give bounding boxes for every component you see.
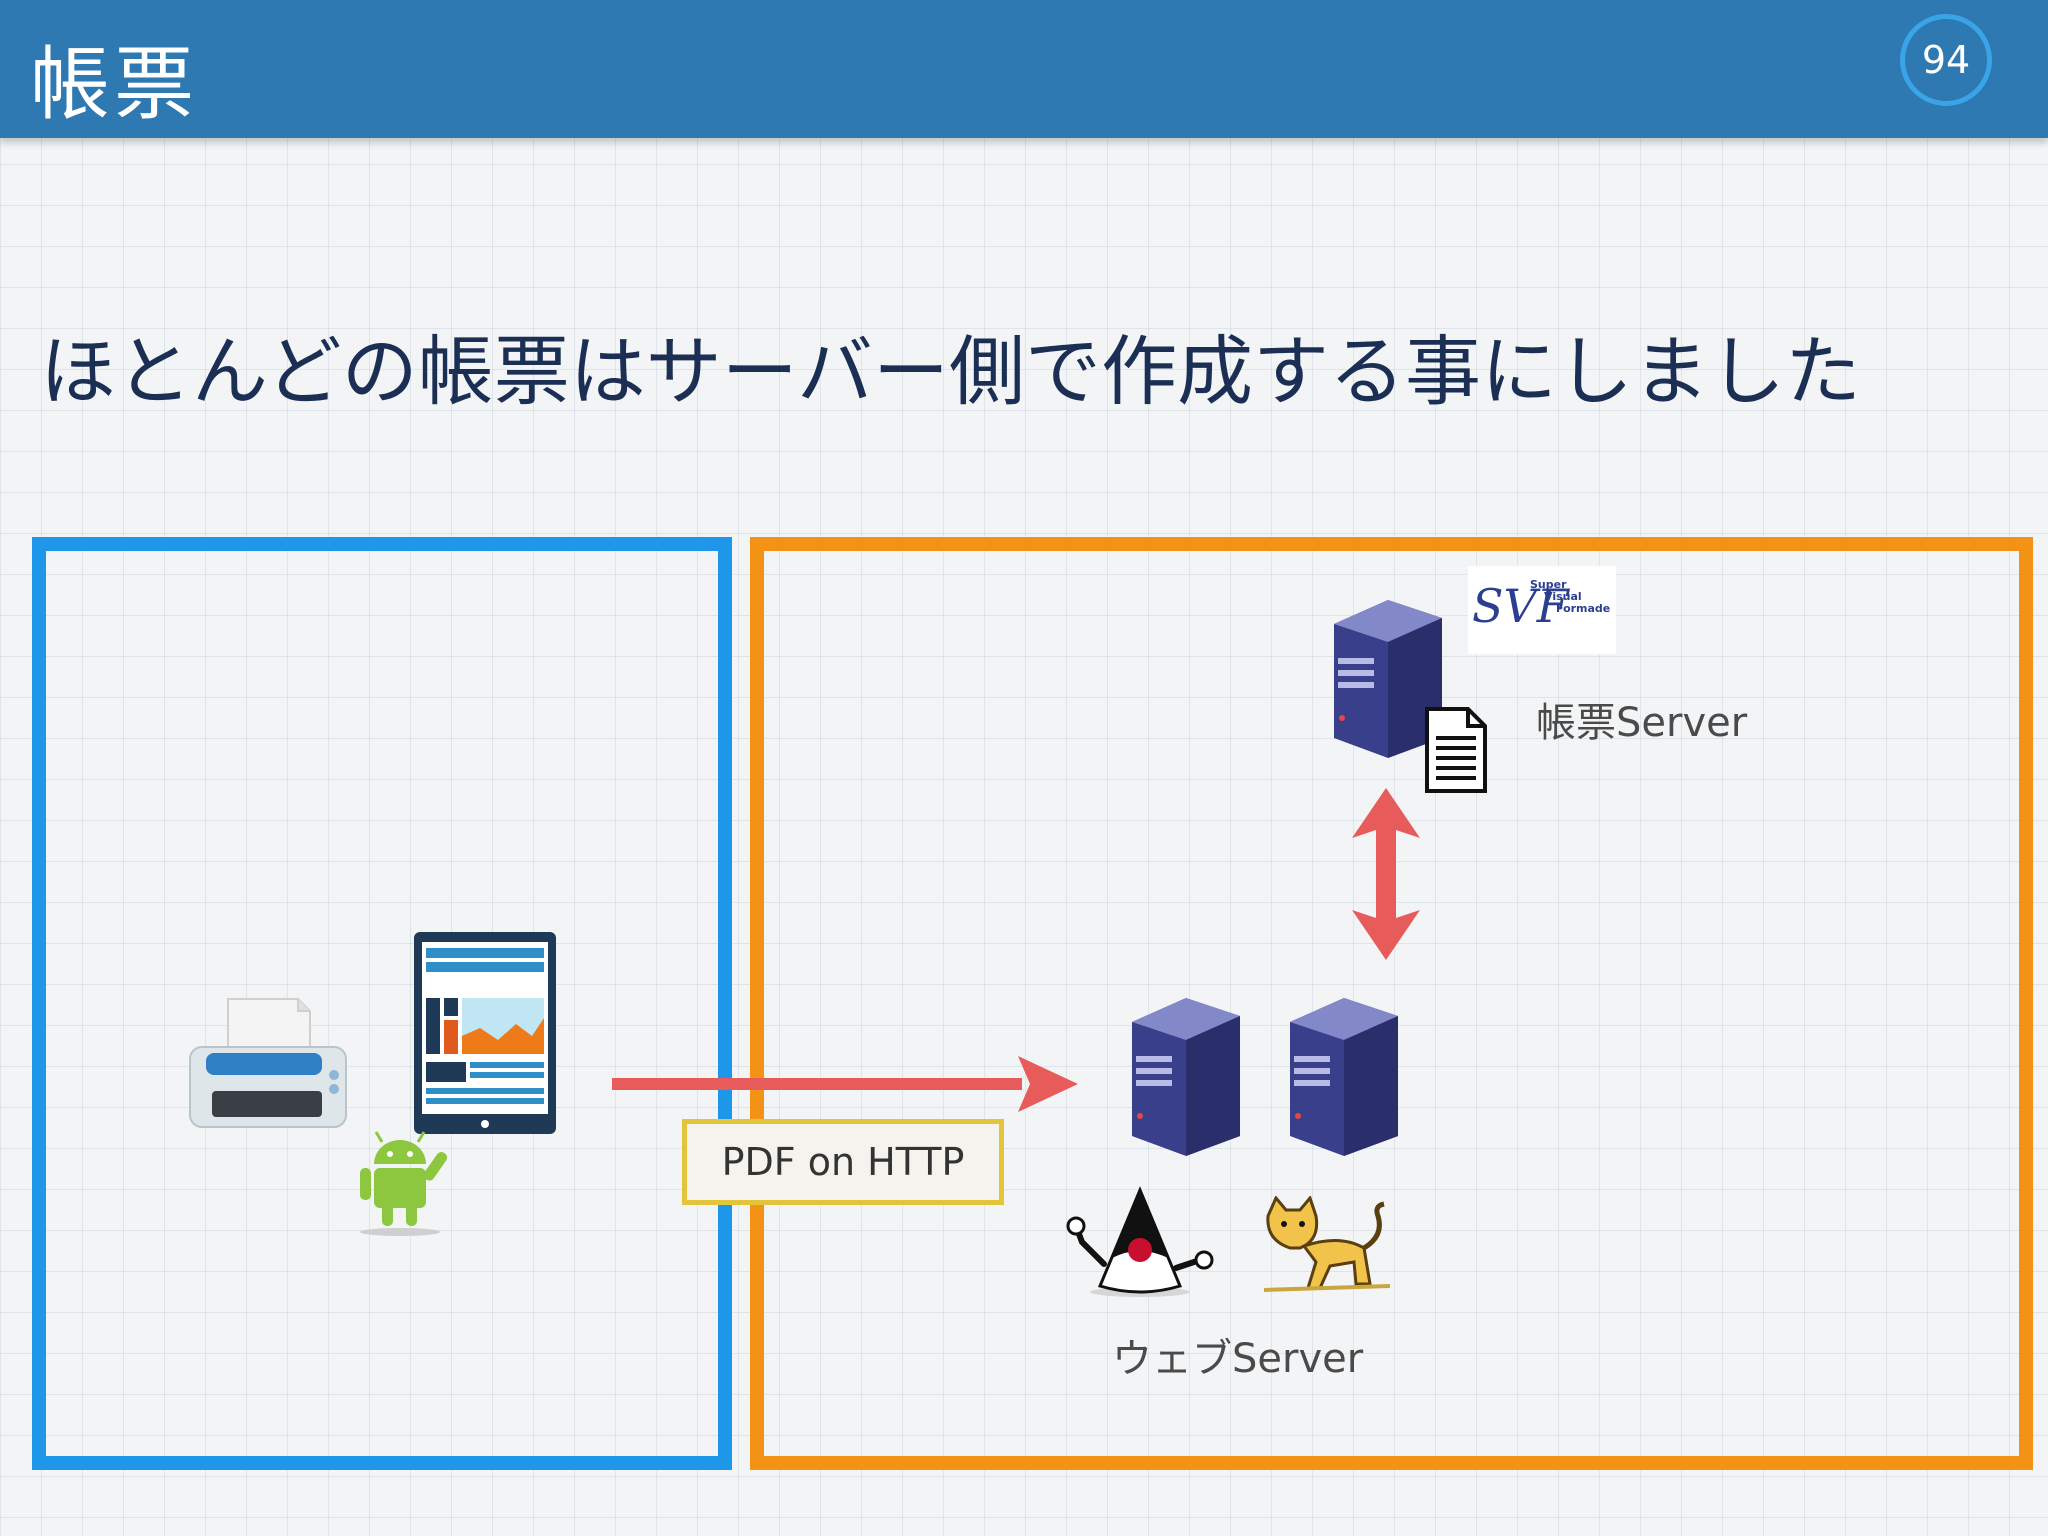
svg-text:SVF: SVF [1472,579,1571,633]
page-number-badge: 94 [1900,14,1992,106]
report-server-label: 帳票Server [1536,700,1748,746]
svg-text:Super: Super [1530,578,1567,591]
android-icon [360,1131,448,1236]
svg-text:Visual: Visual [1544,590,1582,603]
client-area-frame [32,537,732,1470]
svf-logo: SVF Super Visual Formade [1468,566,1616,654]
svg-text:Formade: Formade [1556,602,1610,615]
slide-subtitle: ほとんどの帳票はサーバー側で作成する事にしました [40,327,1861,416]
server-area-frame [750,537,2033,1470]
web-server-label: ウェブServer [1112,1336,1364,1382]
document-icon [1425,707,1487,793]
duke-icon [1066,1186,1214,1297]
http-arrow [612,1056,1078,1112]
tomcat-icon [1263,1196,1391,1292]
header-bar: 帳票 94 [0,0,2048,138]
tablet-icon [414,932,556,1134]
server-icon [1132,998,1240,1156]
server-icon [1290,998,1398,1156]
printer-icon [189,998,347,1128]
slide-title: 帳票 [30,38,198,131]
bidirectional-arrow [1352,788,1420,960]
connection-label: PDF on HTTP [682,1119,1004,1205]
